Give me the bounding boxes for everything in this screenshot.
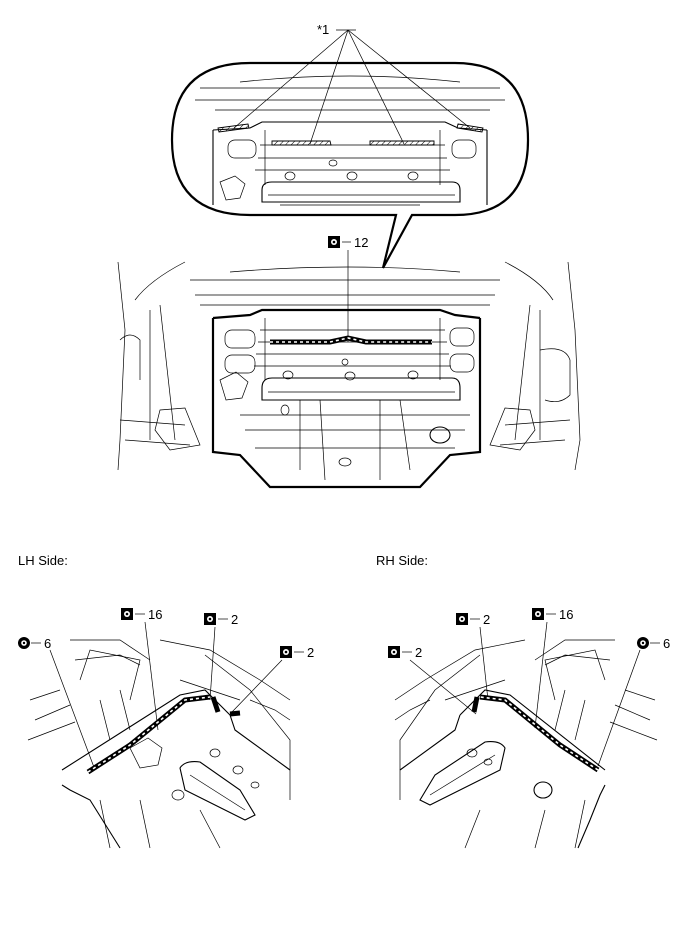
callout-12: 12 (328, 235, 368, 342)
lh-callout-2a: 2 (231, 612, 238, 627)
star1-callout: *1 (233, 22, 471, 145)
lh-callouts: 6 16 2 2 (18, 607, 314, 771)
lh-callout-16: 16 (148, 607, 162, 622)
lh-side-view (27, 639, 291, 849)
lh-side-title: LH Side: (18, 553, 68, 568)
rh-callout-2a: 2 (483, 612, 490, 627)
rh-callouts: 2 16 2 6 (388, 607, 670, 767)
star1-label: *1 (317, 22, 329, 37)
lh-callout-6: 6 (44, 636, 51, 651)
rh-side-title: RH Side: (376, 553, 428, 568)
rh-callout-6: 6 (663, 636, 670, 651)
rh-callout-16: 16 (559, 607, 573, 622)
lh-callout-2b: 2 (307, 645, 314, 660)
detail-zoom-bubble (170, 61, 530, 269)
callout-12-label: 12 (354, 235, 368, 250)
rh-side-view (394, 639, 658, 849)
rh-callout-2b: 2 (415, 645, 422, 660)
main-trunk-floor-view (117, 261, 581, 489)
